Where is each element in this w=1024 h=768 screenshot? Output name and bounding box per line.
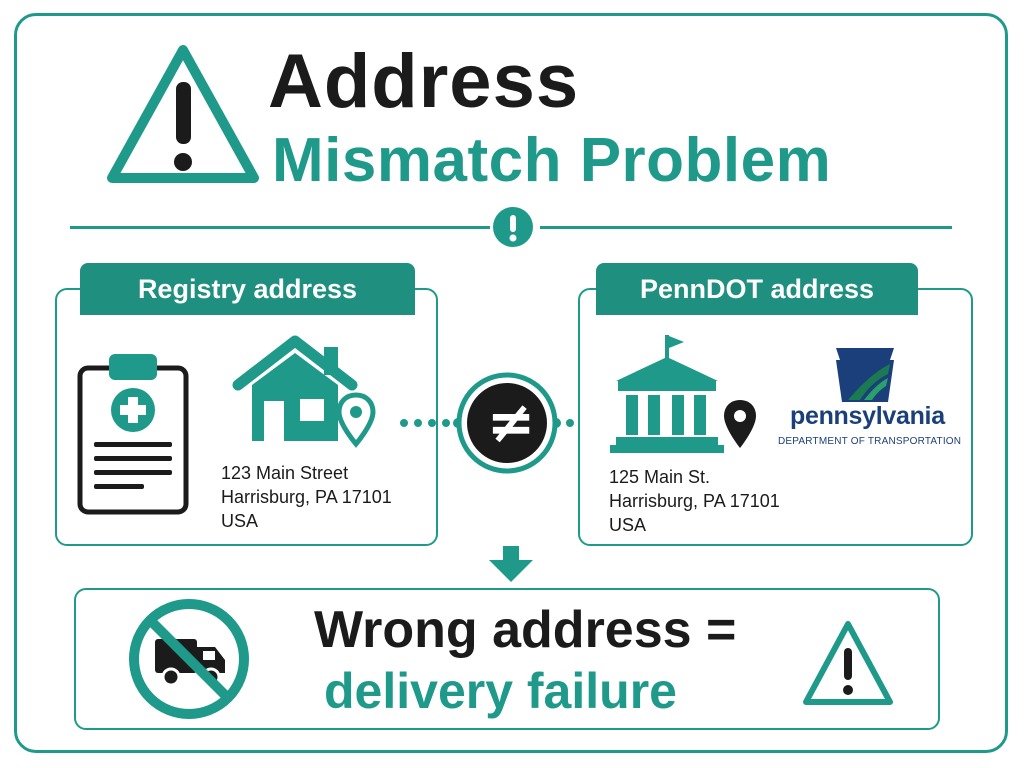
- location-pin-icon: [724, 400, 756, 448]
- not-equal-symbol: ≠: [486, 388, 536, 456]
- location-pin-icon: [336, 392, 376, 448]
- penndot-address-line-3: USA: [609, 515, 647, 535]
- registry-address-line-3: USA: [221, 511, 259, 531]
- keystone-logo: [836, 348, 894, 402]
- penndot-logo-subtitle: DEPARTMENT OF TRANSPORTATION: [778, 436, 962, 447]
- penndot-panel: [578, 288, 973, 546]
- penndot-address-line-1: 125 Main St.: [609, 467, 711, 487]
- not-equal-connector: [400, 372, 614, 474]
- divider-right: [540, 226, 952, 229]
- penndot-panel-label: PennDOT address: [596, 263, 918, 315]
- penndot-logo-wordmark: pennsylvania: [790, 402, 945, 430]
- registry-panel-label: Registry address: [80, 263, 415, 315]
- result-line-2: delivery failure: [324, 663, 677, 719]
- clipboard-medical-icon: [77, 354, 189, 515]
- registry-address-line-2: Harrisburg, PA 17101: [221, 487, 392, 507]
- penndot-address-line-2: Harrisburg, PA 17101: [609, 491, 780, 511]
- down-arrow-icon: [489, 546, 533, 582]
- warning-triangle-icon: [803, 621, 893, 705]
- warning-triangle-icon: [107, 45, 259, 183]
- registry-address-line-1: 123 Main Street: [221, 463, 349, 483]
- divider-left: [70, 226, 490, 229]
- title-line-1: Address: [268, 39, 580, 124]
- government-building-icon: [610, 335, 724, 453]
- outer-frame: [14, 13, 1008, 753]
- exclamation-circle-icon: [493, 207, 533, 247]
- house-icon: [232, 335, 358, 441]
- no-delivery-truck-icon: [129, 599, 249, 719]
- result-line-1: Wrong address =: [314, 601, 737, 659]
- title-line-2: Mismatch Problem: [272, 126, 832, 195]
